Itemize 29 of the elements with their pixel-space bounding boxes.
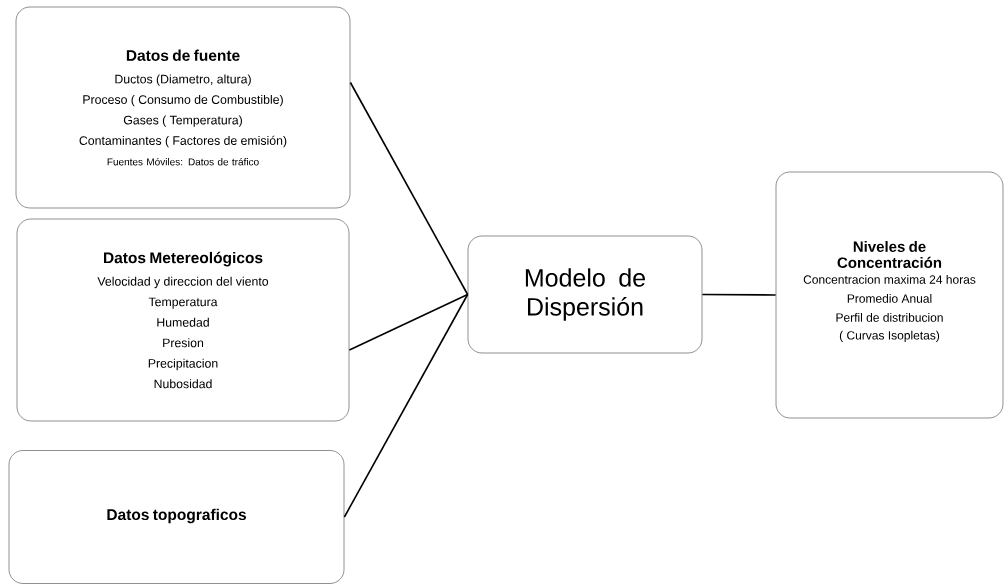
box-heading: Datos Metereológicos: [104, 251, 263, 267]
box-text: Nubosidad: [154, 379, 212, 389]
connector-line: [701, 293, 777, 296]
box-text: Ductos (Diametro, altura): [115, 74, 251, 86]
box-heading: Niveles de Concentración: [837, 241, 942, 268]
box-text: Presion: [163, 338, 204, 348]
box-text: Temperatura: [148, 297, 218, 309]
rounded-box: [15, 6, 351, 209]
box-text: ( Curvas Isopletas): [839, 330, 940, 342]
box-text: Humedad: [157, 317, 209, 327]
connector-line: [349, 81, 469, 296]
rounded-box: [16, 218, 350, 422]
box-heading: Datos topograficos: [107, 508, 246, 524]
box-text: Gases ( Temperatura): [123, 115, 242, 127]
rounded-box: [8, 450, 345, 584]
connector-line: [348, 293, 469, 351]
box-text: Perfil de distribucion: [836, 313, 943, 322]
box-text: Fuentes Móviles: Datos de tráfico: [107, 157, 259, 166]
box-text: Precipitacion: [148, 358, 218, 371]
rounded-box: [467, 235, 703, 354]
box-text: Promedio Anual: [847, 294, 932, 303]
box-title: Modelo de Dispersión: [525, 268, 645, 321]
box-heading: Datos de fuente: [126, 49, 240, 61]
box-text: Proceso ( Consumo de Combustible): [83, 94, 283, 107]
rounded-box: [775, 171, 1004, 419]
box-text: Concentracion maxima 24 horas: [803, 275, 976, 284]
box-text: Velocidad y direccion del viento: [97, 276, 269, 289]
box-text: Contaminantes ( Factores de emisión): [79, 135, 287, 148]
connector-line: [343, 293, 469, 518]
